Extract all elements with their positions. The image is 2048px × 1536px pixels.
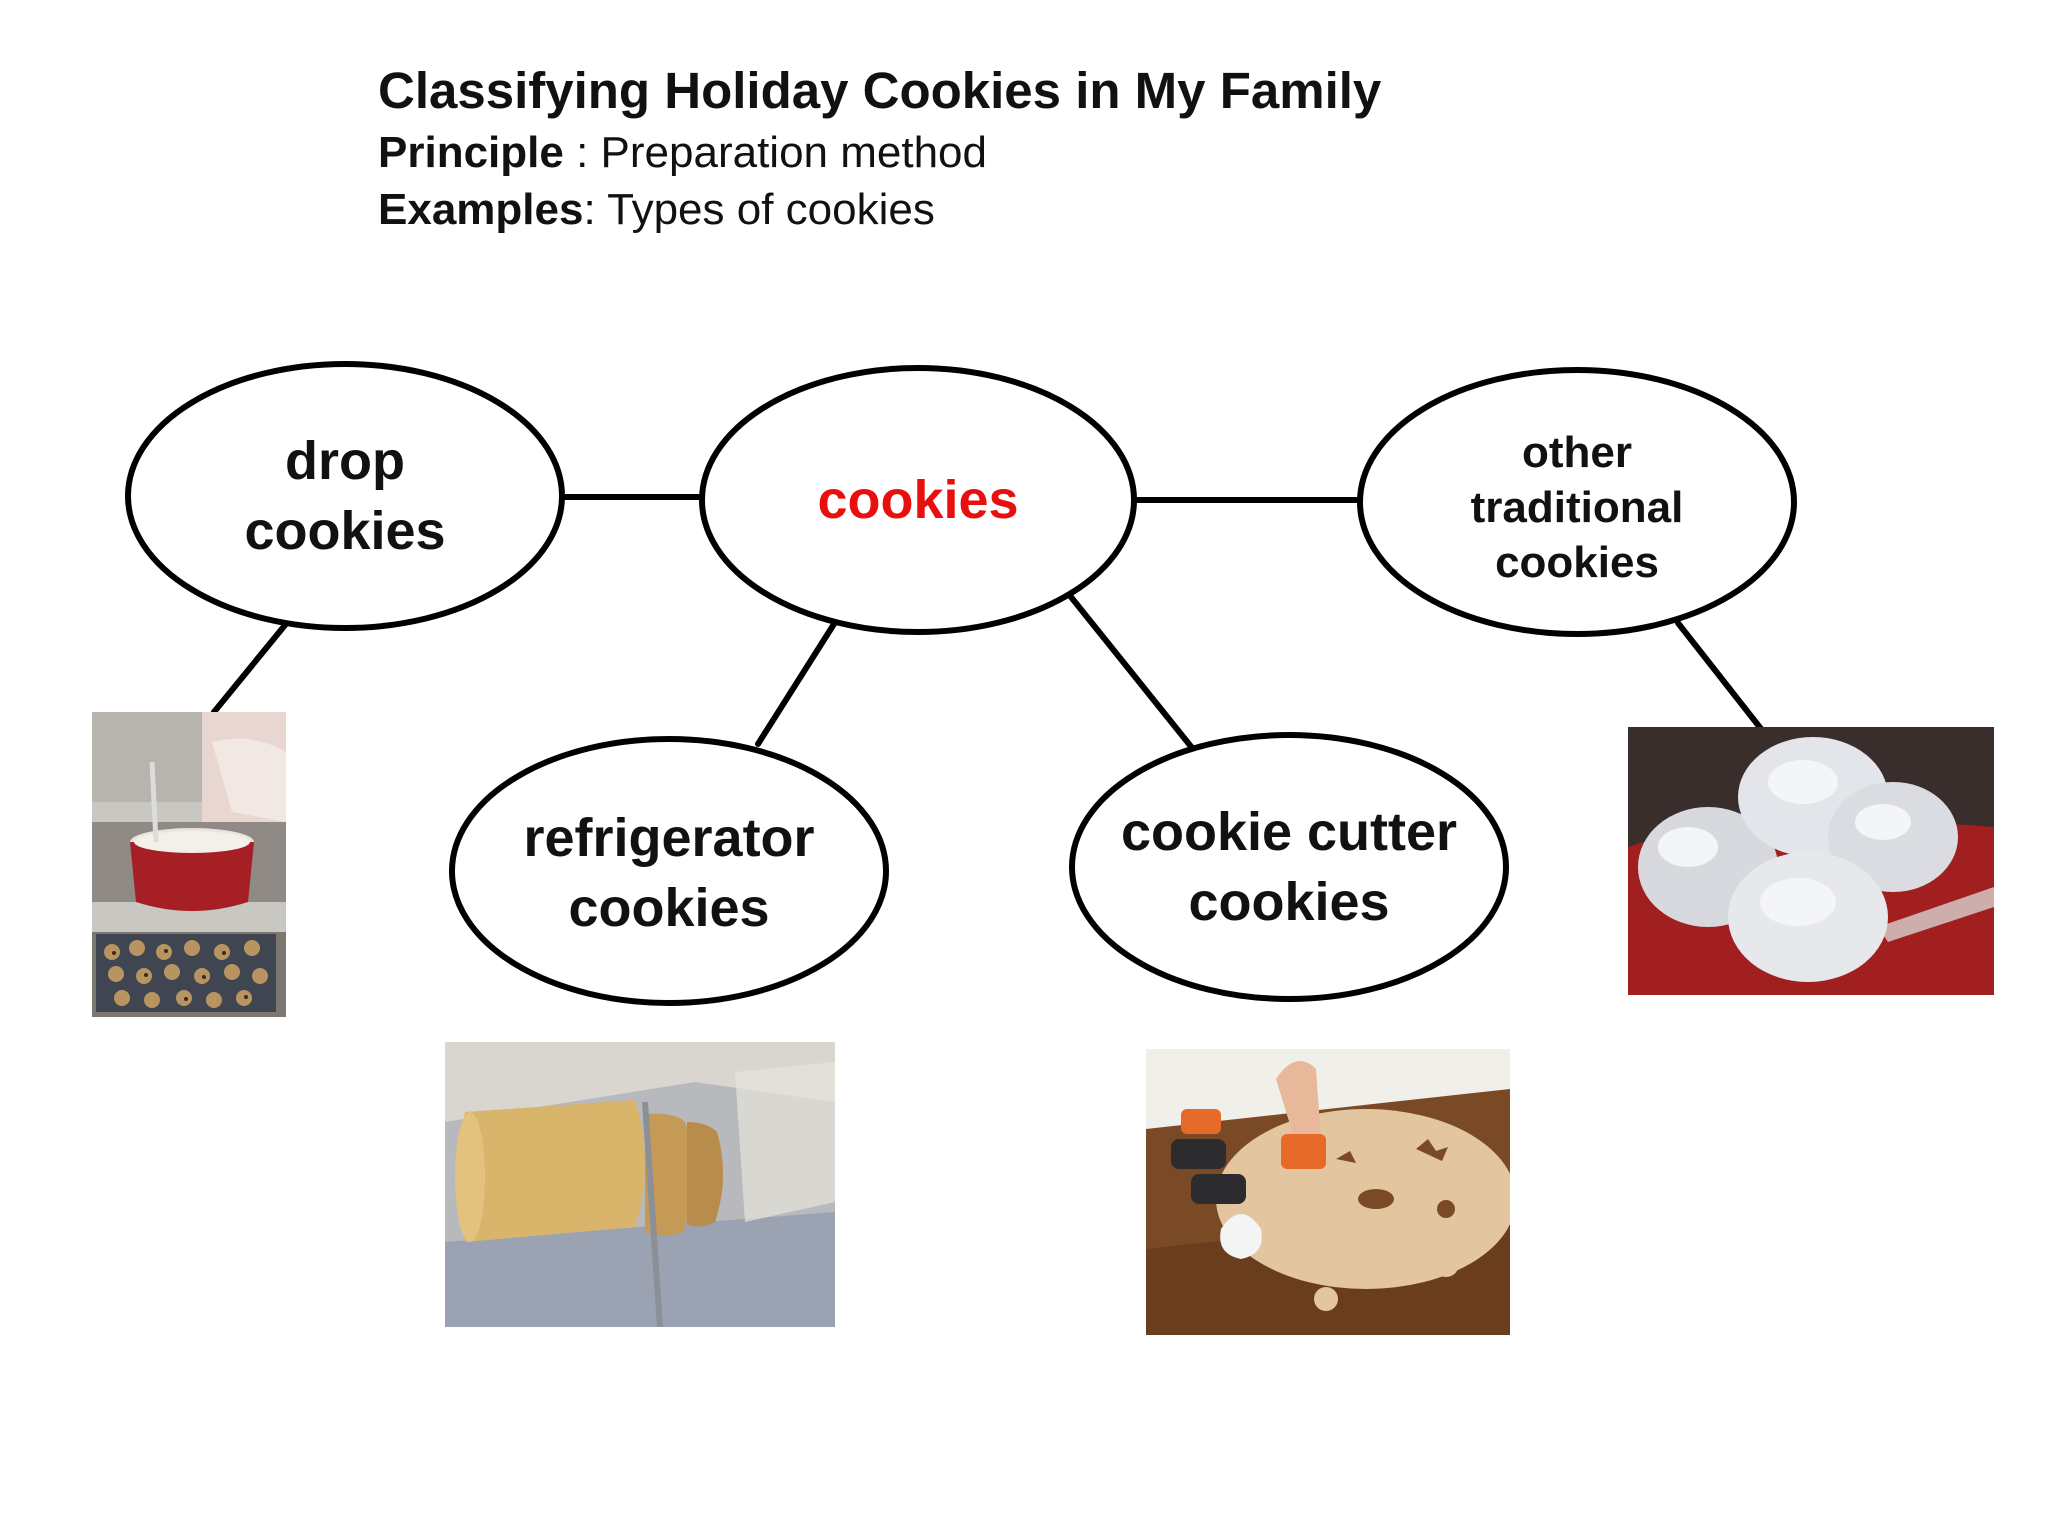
header: Classifying Holiday Cookies in My Family…	[378, 58, 1381, 238]
node-cutter-label: cookie cutter cookies	[1120, 802, 1458, 932]
examples-value: Types of cookies	[607, 185, 935, 234]
node-drop-ellipse	[125, 361, 565, 631]
powdered-snowball-cookies-photo	[1628, 727, 1994, 995]
cookie-cutter-dough-photo	[1146, 1049, 1510, 1335]
node-drop-label: drop cookies	[244, 431, 446, 561]
sliced-cookie-dough-log-photo	[445, 1042, 835, 1327]
drop-cookie-baking-photo	[92, 712, 286, 1017]
connector-drop-photo	[211, 616, 293, 715]
node-other-ellipse	[1357, 367, 1797, 637]
principle-separator: :	[563, 128, 601, 177]
node-refrigerator-ellipse	[449, 736, 889, 1006]
examples-separator: :	[583, 185, 608, 234]
node-other-label: other traditional cookies	[1470, 427, 1684, 587]
principle-value: Preparation method	[600, 128, 987, 177]
examples-line: Examples: Types of cookies	[378, 181, 1381, 238]
page-title: Classifying Holiday Cookies in My Family	[378, 62, 1382, 119]
connector-center-refrigerator	[755, 621, 837, 747]
principle-line: Principle : Preparation method	[378, 124, 1381, 181]
connector-center-cutter	[1068, 594, 1196, 752]
node-center-ellipse	[699, 365, 1137, 635]
node-refrigerator-label: refrigerator cookies	[523, 808, 815, 938]
examples-key: Examples	[378, 185, 584, 234]
node-center-label: cookies	[817, 470, 1019, 530]
principle-key: Principle	[378, 128, 564, 177]
node-cutter-ellipse	[1069, 732, 1509, 1002]
